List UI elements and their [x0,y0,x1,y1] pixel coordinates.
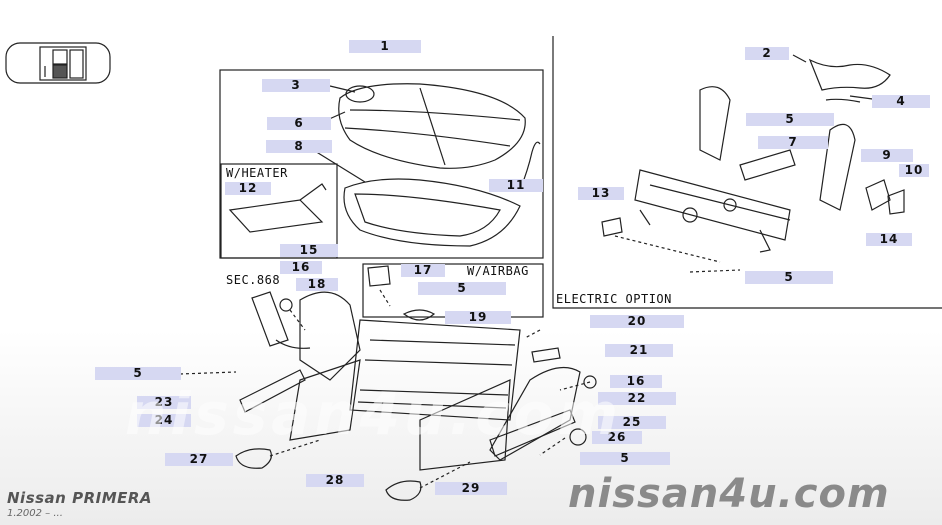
model-date: 1.2002 – ... [7,508,63,519]
cushion-pad [338,83,526,169]
callout-26: 26 [592,431,642,444]
callout-20: 20 [590,315,684,328]
clip-21 [531,347,561,363]
callout-5-top: 5 [746,113,834,126]
seat-cushion-box [219,69,544,259]
callout-22: 22 [598,392,676,405]
callout-4: 4 [872,95,930,108]
side-cover [489,366,581,461]
callout-29: 29 [435,482,507,495]
callout-23: 23 [137,396,191,409]
knob-14 [887,189,905,215]
wire-4 [825,98,861,103]
seat-pad [343,178,521,247]
callout-17: 17 [401,264,445,277]
callout-8: 8 [266,140,332,153]
grommet-16a [279,298,293,312]
heater-pad [228,183,327,233]
motor-7 [739,149,796,181]
bracket-17 [367,265,391,287]
sec-868-label: SEC.868 [226,273,281,287]
callout-27: 27 [165,453,233,466]
seatbelt-buckle [251,291,311,349]
callout-5-electric: 5 [745,271,833,284]
washer-26 [569,428,587,446]
car-locator-icon [5,42,111,84]
side-cover-left [239,369,306,413]
callout-13: 13 [578,187,624,200]
callout-25: 25 [598,416,666,429]
callout-5-airbag: 5 [418,282,506,295]
callout-6: 6 [267,117,331,130]
switch-9 [865,179,891,211]
electric-option-label: ELECTRIC OPTION [556,292,672,306]
watermark-site: nissan4u.com [568,471,890,517]
callout-21: 21 [605,344,673,357]
callout-5-left: 5 [95,367,181,380]
heater-box [220,163,338,259]
callout-10: 10 [899,164,929,177]
callout-2: 2 [745,47,789,60]
watermark-ghost: nissan4u.com [125,380,622,448]
w-heater-label: W/HEATER [226,166,288,180]
callout-19: 19 [445,311,511,324]
model-name: Nissan PRIMERA [7,489,153,507]
w-airbag-label: W/AIRBAG [467,264,529,278]
bracket-13 [601,217,623,237]
callout-5-bottom: 5 [580,452,670,465]
connector-19 [402,309,436,321]
electric-option-frame [552,36,942,309]
power-seat-frame [634,86,856,253]
callout-24: 24 [137,414,191,427]
callout-16-right: 16 [610,375,662,388]
callout-3: 3 [262,79,330,92]
callout-12: 12 [225,182,271,195]
harness-2 [808,58,891,91]
callout-1: 1 [349,40,421,53]
callout-9: 9 [861,149,913,162]
callout-15: 15 [280,244,338,257]
knob-29 [385,480,422,501]
knob-27 [235,448,272,469]
callout-16-left: 16 [280,261,322,274]
seat-frame [289,291,521,471]
callout-14: 14 [866,233,912,246]
callout-7: 7 [758,136,828,149]
callout-11: 11 [489,179,543,192]
grommet-16b [583,375,597,389]
wire-11 [519,141,541,191]
callout-28: 28 [306,474,364,487]
callout-18: 18 [296,278,338,291]
